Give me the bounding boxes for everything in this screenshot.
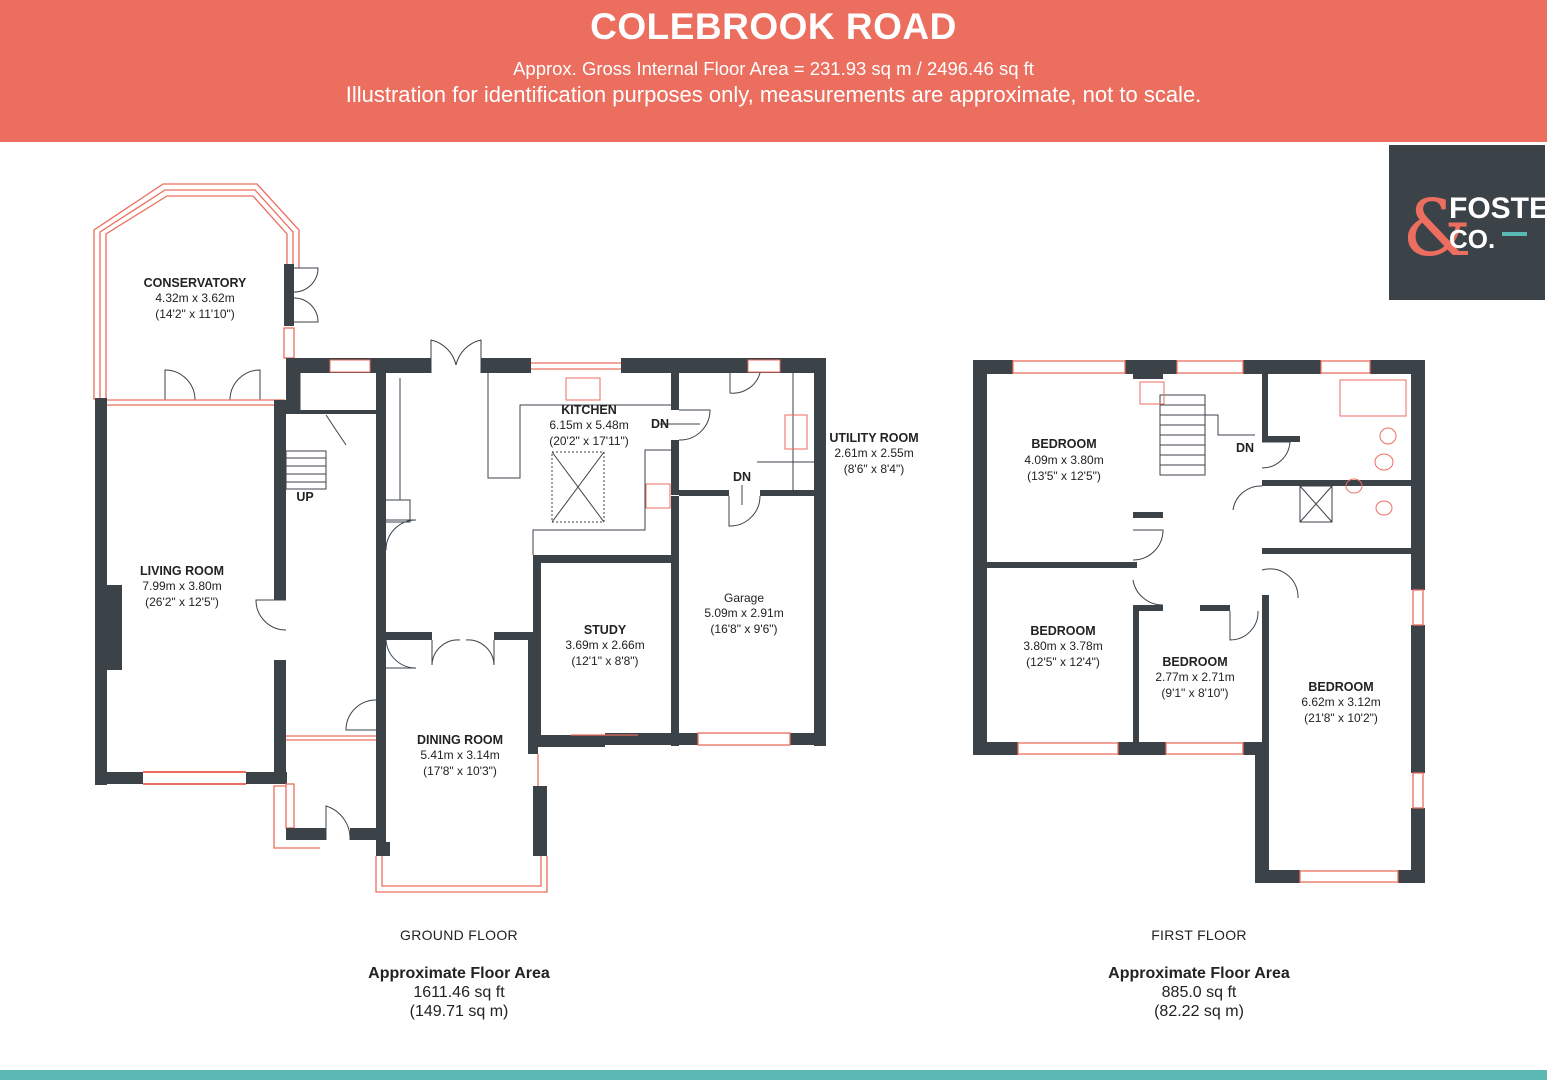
foster-co-logo: & FOSTER CO.	[1389, 145, 1547, 300]
room-name-conservatory: CONSERVATORY	[144, 276, 247, 290]
room-metric-garage: 5.09m x 2.91m	[704, 606, 783, 620]
room-name-study: STUDY	[584, 623, 627, 637]
first-floor-summary: FIRST FLOOR Approximate Floor Area 885.0…	[1049, 927, 1349, 1021]
room-imperial-dining-room: (17'8" x 10'3")	[423, 764, 497, 778]
room-imperial-bedroom-3: (9'1" x 8'10")	[1161, 686, 1228, 700]
room-name-bedroom-3: BEDROOM	[1162, 655, 1227, 669]
room-metric-study: 3.69m x 2.66m	[565, 638, 644, 652]
room-imperial-living-room: (26'2" x 12'5")	[145, 595, 219, 609]
room-imperial-utility-room: (8'6" x 8'4")	[844, 462, 904, 476]
ground-floor-area-sqm: (149.71 sq m)	[409, 1003, 509, 1020]
room-metric-bedroom-2: 3.80m x 3.78m	[1023, 639, 1102, 653]
stairs-up-label: UP	[296, 490, 313, 504]
room-imperial-garage: (16'8" x 9'6")	[710, 622, 777, 636]
first-floor-area-sqm: (82.22 sq m)	[1154, 1003, 1244, 1020]
room-metric-bedroom-3: 2.77m x 2.71m	[1155, 670, 1234, 684]
room-imperial-kitchen: (20'2" x 17'11")	[549, 434, 629, 448]
gross-area-line: Approx. Gross Internal Floor Area = 231.…	[513, 58, 1034, 79]
logo-foster: FOSTER	[1449, 192, 1545, 225]
logo-co: CO.	[1449, 224, 1495, 254]
room-name-kitchen: KITCHEN	[561, 403, 617, 417]
room-imperial-conservatory: (14'2" x 11'10")	[155, 307, 235, 321]
room-imperial-bedroom-4: (21'8" x 10'2")	[1304, 711, 1378, 725]
landing-dn-label: DN	[1236, 441, 1254, 455]
room-metric-dining-room: 5.41m x 3.14m	[420, 748, 499, 762]
room-name-living-room: LIVING ROOM	[140, 564, 224, 578]
ground-floor-area-sqft: 1611.46 sq ft	[413, 984, 505, 1001]
room-metric-utility-room: 2.61m x 2.55m	[834, 446, 913, 460]
ground-floor-label: GROUND FLOOR	[400, 927, 518, 943]
room-metric-kitchen: 6.15m x 5.48m	[549, 418, 628, 432]
room-metric-conservatory: 4.32m x 3.62m	[155, 291, 234, 305]
room-name-garage: Garage	[724, 591, 764, 605]
room-metric-living-room: 7.99m x 3.80m	[142, 579, 221, 593]
room-metric-bedroom-4: 6.62m x 3.12m	[1301, 695, 1380, 709]
page-title: COLEBROOK ROAD	[590, 6, 957, 47]
room-imperial-bedroom-2: (12'5" x 12'4")	[1026, 655, 1100, 669]
ground-floor-plan: UP	[93, 183, 919, 893]
kitchen-dn-label: DN	[651, 417, 669, 431]
room-name-bedroom-1: BEDROOM	[1031, 437, 1096, 451]
utility-dn-label: DN	[733, 470, 751, 484]
room-metric-bedroom-1: 4.09m x 3.80m	[1024, 453, 1103, 467]
room-name-bedroom-2: BEDROOM	[1030, 624, 1095, 638]
logo-ampersand: &	[1402, 184, 1471, 274]
ground-floor-area-heading: Approximate Floor Area	[368, 965, 550, 982]
room-name-bedroom-4: BEDROOM	[1308, 680, 1373, 694]
ground-floor-summary: GROUND FLOOR Approximate Floor Area 1611…	[309, 927, 609, 1021]
first-floor-area-heading: Approximate Floor Area	[1108, 965, 1290, 982]
room-name-dining-room: DINING ROOM	[417, 733, 503, 747]
first-floor-area-sqft: 885.0 sq ft	[1161, 984, 1237, 1001]
bottom-accent-bar	[0, 1070, 1547, 1080]
first-floor-plan: DN BEDROOM 4.09m x 3.80m (13'5" x 12'5")…	[973, 360, 1425, 883]
room-name-utility-room: UTILITY ROOM	[829, 431, 918, 445]
disclaimer-line: Illustration for identification purposes…	[345, 82, 1202, 107]
header-banner: COLEBROOK ROAD Approx. Gross Internal Fl…	[0, 0, 1547, 142]
room-imperial-study: (12'1" x 8'8")	[571, 654, 638, 668]
room-imperial-bedroom-1: (13'5" x 12'5")	[1027, 469, 1101, 483]
first-floor-label: FIRST FLOOR	[1151, 927, 1247, 943]
